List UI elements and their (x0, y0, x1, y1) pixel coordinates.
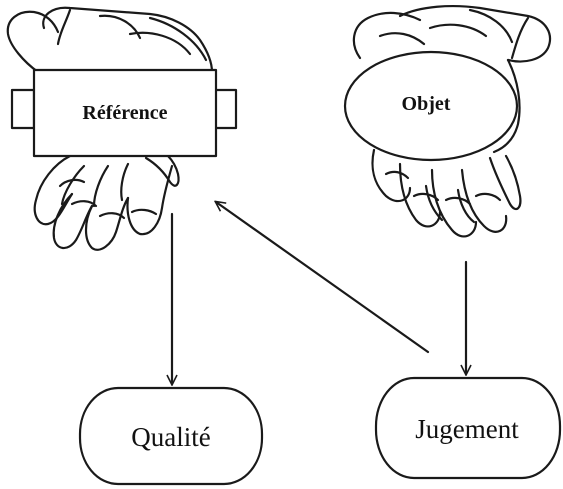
left-hand-illustration: Référence (6, 6, 238, 251)
quality-node-shape (78, 386, 264, 486)
quality-label: Qualité (131, 422, 210, 452)
judgement-node: Jugement (374, 376, 562, 480)
judgement-node-shape (374, 376, 562, 480)
arrow-judgement-to-reference (216, 202, 430, 354)
right-side-tab (212, 88, 238, 130)
object-label: Objet (402, 93, 451, 115)
reference-label: Référence (82, 102, 167, 124)
right-hand-illustration: Objet (343, 4, 552, 238)
left-side-tab (10, 88, 36, 130)
reference-card (32, 68, 218, 158)
quality-node: Qualité (78, 386, 264, 486)
object-oval (343, 50, 519, 162)
judgement-label: Jugement (415, 414, 519, 444)
